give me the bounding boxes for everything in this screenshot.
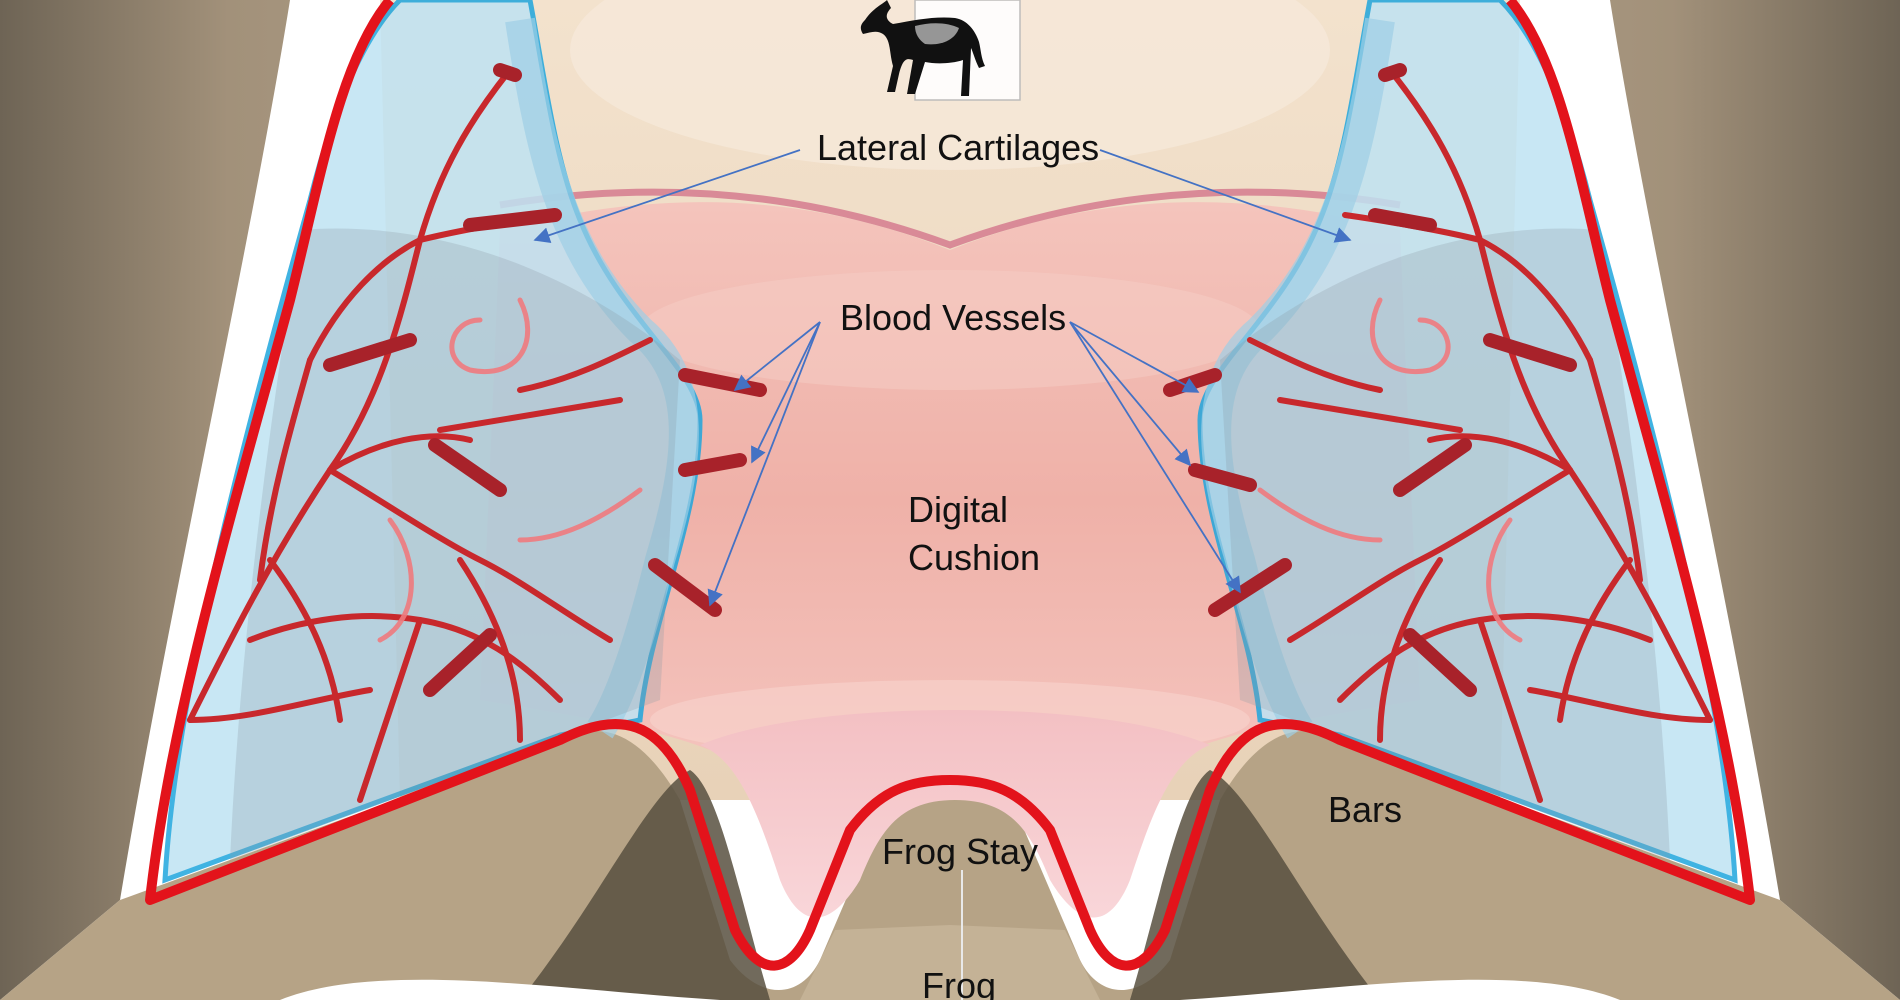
vessel-stub xyxy=(685,460,740,470)
label-frog: Frog xyxy=(922,965,996,1000)
label-cushion: Cushion xyxy=(908,537,1040,578)
label-digital: Digital xyxy=(908,489,1008,530)
vessel-stub xyxy=(1375,215,1430,225)
label-frog-stay: Frog Stay xyxy=(882,831,1038,872)
vessel-stub xyxy=(1385,70,1400,75)
label-bars: Bars xyxy=(1328,789,1402,830)
vessel-stub xyxy=(500,70,515,75)
vessel-stub xyxy=(470,215,555,225)
label-blood-vessels: Blood Vessels xyxy=(840,297,1066,338)
label-lateral-cartilages: Lateral Cartilages xyxy=(817,127,1099,168)
